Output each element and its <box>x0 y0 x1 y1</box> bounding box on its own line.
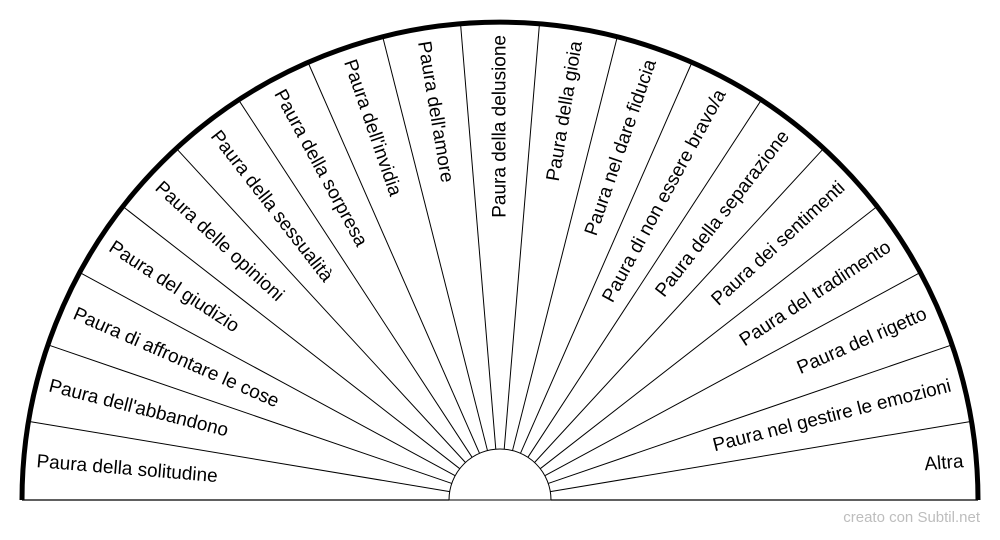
segment-divider <box>512 36 618 451</box>
inner-arc <box>448 448 552 501</box>
segment-divider <box>550 420 972 493</box>
segment-label: Paura dell'invidia <box>339 57 405 200</box>
segment-divider <box>460 23 497 450</box>
segment-label: Paura dell'abbandono <box>47 376 231 442</box>
outer-arc <box>19 19 981 501</box>
segment-divider <box>238 99 473 458</box>
segment-divider <box>527 99 762 458</box>
segment-labels: Paura della solitudine Paura dell'abbando… <box>36 35 965 487</box>
segment-divider <box>520 62 693 454</box>
segment-divider <box>307 62 480 454</box>
segment-divider <box>382 36 488 451</box>
segment-divider <box>539 206 878 470</box>
segment-divider <box>175 147 466 463</box>
segment-divider <box>79 272 456 477</box>
segment-label: Paura del rigetto <box>794 304 930 379</box>
segment-divider <box>548 344 953 484</box>
segment-label: Paura della solitudine <box>36 451 219 487</box>
credit-text: creato con Subtil.net <box>843 509 980 526</box>
segment-dividers <box>28 23 972 493</box>
segment-divider <box>503 23 540 450</box>
segment-divider <box>122 206 461 470</box>
segment-label: Paura dell'amore <box>413 40 457 185</box>
segment-divider <box>544 272 921 477</box>
segment-divider <box>47 344 452 484</box>
segment-label: Paura della delusione <box>490 35 511 218</box>
segment-label: Paura della gioia <box>543 39 587 182</box>
segment-divider <box>534 147 825 463</box>
segment-label: Altra <box>924 451 965 475</box>
segment-divider <box>28 420 450 493</box>
segment-label: Paura della separazione <box>651 127 793 302</box>
